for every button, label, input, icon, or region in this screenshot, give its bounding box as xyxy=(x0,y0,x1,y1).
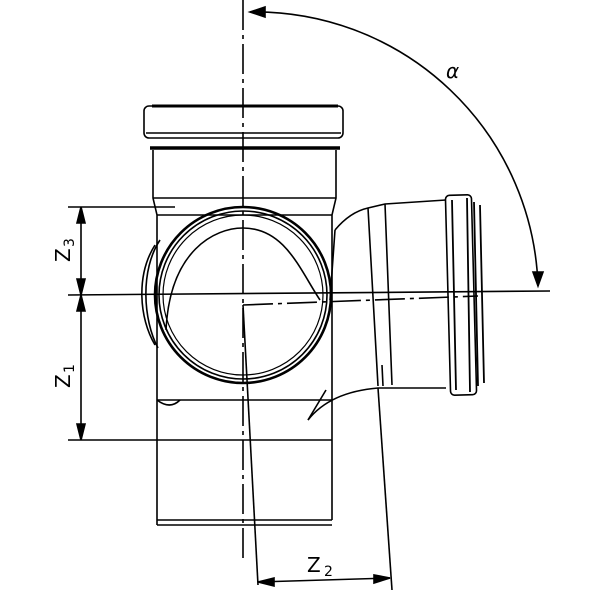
lower-body xyxy=(157,399,333,526)
dim-line-z2 xyxy=(257,577,391,583)
z1-label: Z xyxy=(51,374,75,388)
angle-arc xyxy=(249,11,539,287)
angle-label: α xyxy=(446,59,459,83)
z3-label: Z xyxy=(51,248,75,262)
branch-axis xyxy=(242,295,479,306)
z2-subscript: 2 xyxy=(324,564,333,580)
branch-offset-line xyxy=(242,304,259,586)
horizontal-reference-line xyxy=(67,290,551,296)
branch-socket-rim xyxy=(444,193,478,397)
z3-subscript: 3 xyxy=(62,238,78,247)
z2-label: Z xyxy=(307,553,321,577)
z1-subscript: 1 xyxy=(62,364,78,373)
